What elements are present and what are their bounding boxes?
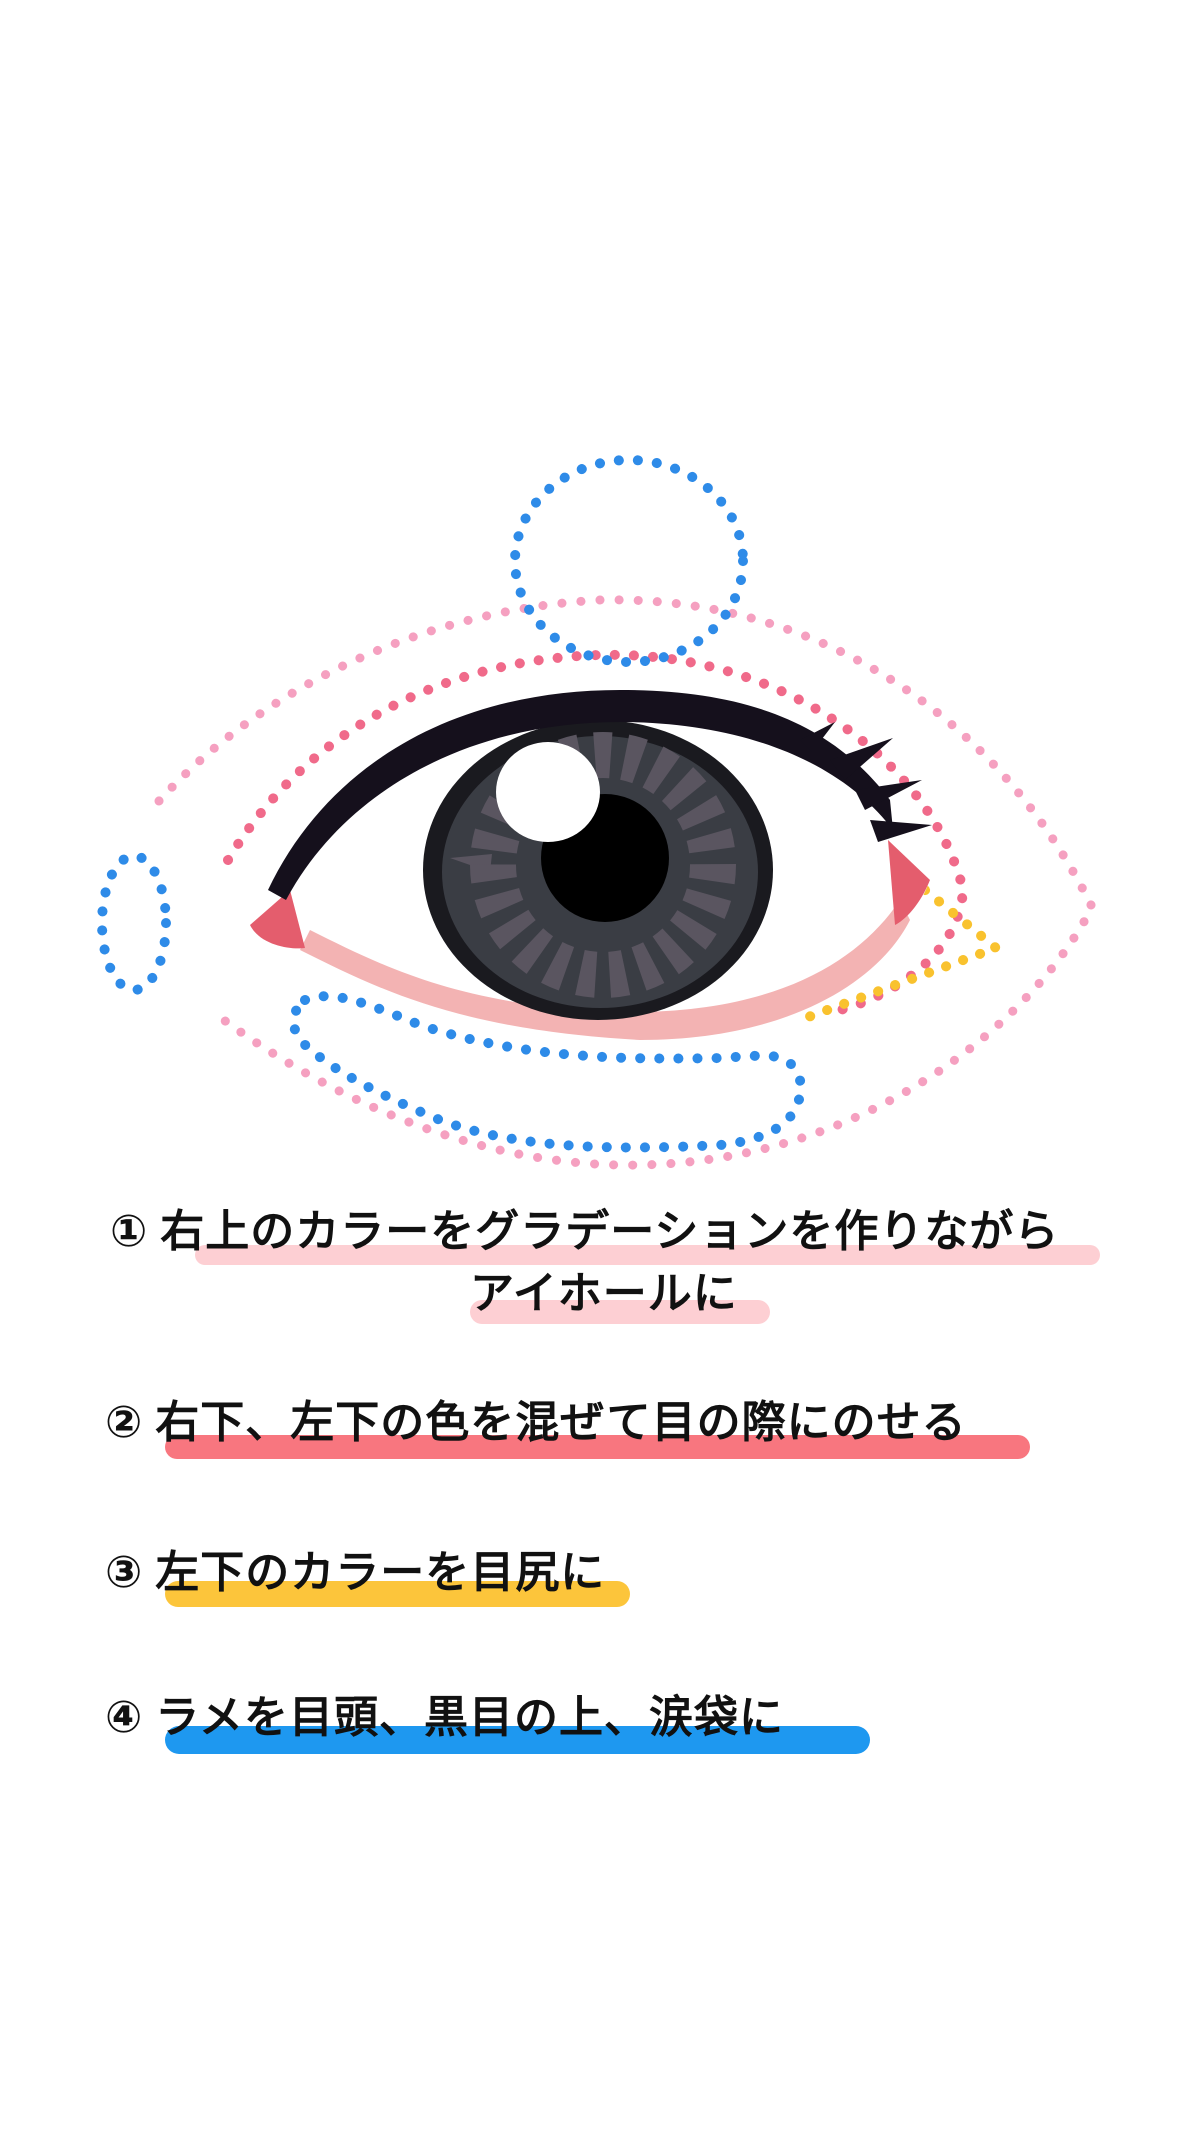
step-1-highlight	[195, 1245, 1100, 1265]
step-2-text: 右下、左下の色を混ぜて目の際にのせる	[155, 1397, 967, 1448]
eyehole-outer-dotted-line	[154, 595, 1098, 1170]
eye-highlight	[496, 742, 600, 842]
tear-bag-dotted-loop	[288, 991, 806, 1153]
above-iris-dotted-circle	[510, 455, 748, 667]
step-1-continuation-text: アイホールに	[470, 1268, 738, 1319]
step-3-number: ③	[105, 1547, 144, 1598]
eyelashes	[800, 722, 932, 842]
step-4-text: ラメを目頭、黒目の上、涙袋に	[155, 1692, 784, 1743]
step-1-text: 右上のカラーをグラデーションを作りながら	[160, 1206, 1060, 1257]
inner-corner-dotted-oval	[97, 851, 171, 995]
step-1-number: ①	[110, 1206, 149, 1257]
step-4-highlight	[165, 1726, 870, 1754]
step-1-continuation-highlight	[470, 1300, 770, 1324]
outer-eye-corner	[888, 840, 930, 925]
lower-eyelid	[300, 900, 910, 1040]
iris-pattern-ring	[470, 732, 736, 998]
upper-eyeliner	[268, 690, 893, 900]
step-3-highlight	[165, 1581, 630, 1607]
outer-corner-dotted-line	[795, 885, 1006, 1025]
eye-illustration	[97, 455, 1098, 1170]
eyelid-edge-dotted-line	[223, 649, 969, 1015]
step-4-number: ④	[105, 1692, 144, 1743]
step-3-text: 左下のカラーを目尻に	[155, 1547, 606, 1598]
step-2-highlight	[165, 1435, 1030, 1459]
inner-eye-corner	[250, 890, 305, 949]
step-2-number: ②	[105, 1397, 144, 1448]
